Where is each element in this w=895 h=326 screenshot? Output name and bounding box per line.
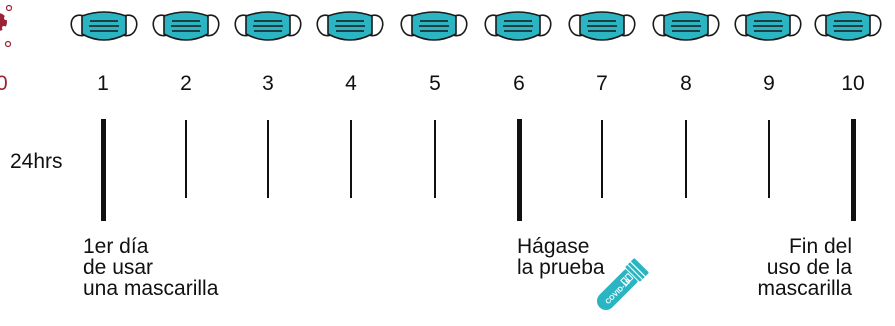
day-tick bbox=[768, 120, 770, 198]
day-label: 3 bbox=[262, 72, 274, 95]
face-mask-icon bbox=[568, 11, 636, 41]
day-tick bbox=[185, 120, 187, 198]
day-tick bbox=[685, 120, 687, 198]
face-mask-icon bbox=[734, 11, 802, 41]
day-label: 10 bbox=[841, 72, 865, 95]
day-tick bbox=[850, 119, 856, 221]
day-tick bbox=[601, 120, 603, 198]
day-label: 6 bbox=[513, 72, 525, 95]
day-label: 9 bbox=[763, 72, 775, 95]
face-mask-icon bbox=[70, 11, 138, 41]
day-label: 7 bbox=[596, 72, 608, 95]
face-mask-icon bbox=[400, 11, 468, 41]
duration-label: 24hrs bbox=[10, 150, 63, 173]
day-label-0: 0 bbox=[0, 72, 8, 95]
face-mask-icon bbox=[234, 11, 302, 41]
face-mask-icon bbox=[652, 11, 720, 41]
day-label: 2 bbox=[180, 72, 192, 95]
face-mask-icon bbox=[316, 11, 384, 41]
note-end: Fin del uso de la mascarilla bbox=[757, 235, 852, 300]
day-label: 1 bbox=[97, 72, 109, 95]
day-tick bbox=[516, 119, 522, 221]
day-label: 4 bbox=[345, 72, 357, 95]
day-tick bbox=[434, 120, 436, 198]
note-first-day: 1er día de usar una mascarilla bbox=[83, 235, 219, 300]
day-label: 8 bbox=[680, 72, 692, 95]
day-label: 5 bbox=[429, 72, 441, 95]
face-mask-icon bbox=[484, 11, 552, 41]
face-mask-icon bbox=[814, 11, 882, 41]
day-tick bbox=[267, 120, 269, 198]
test-tube-icon: COVID-19 bbox=[596, 257, 650, 311]
virus-icon bbox=[0, 4, 13, 48]
face-mask-icon bbox=[152, 11, 220, 41]
day-tick bbox=[100, 119, 106, 221]
note-test: Hágase la prueba bbox=[517, 235, 605, 279]
day-tick bbox=[350, 120, 352, 198]
